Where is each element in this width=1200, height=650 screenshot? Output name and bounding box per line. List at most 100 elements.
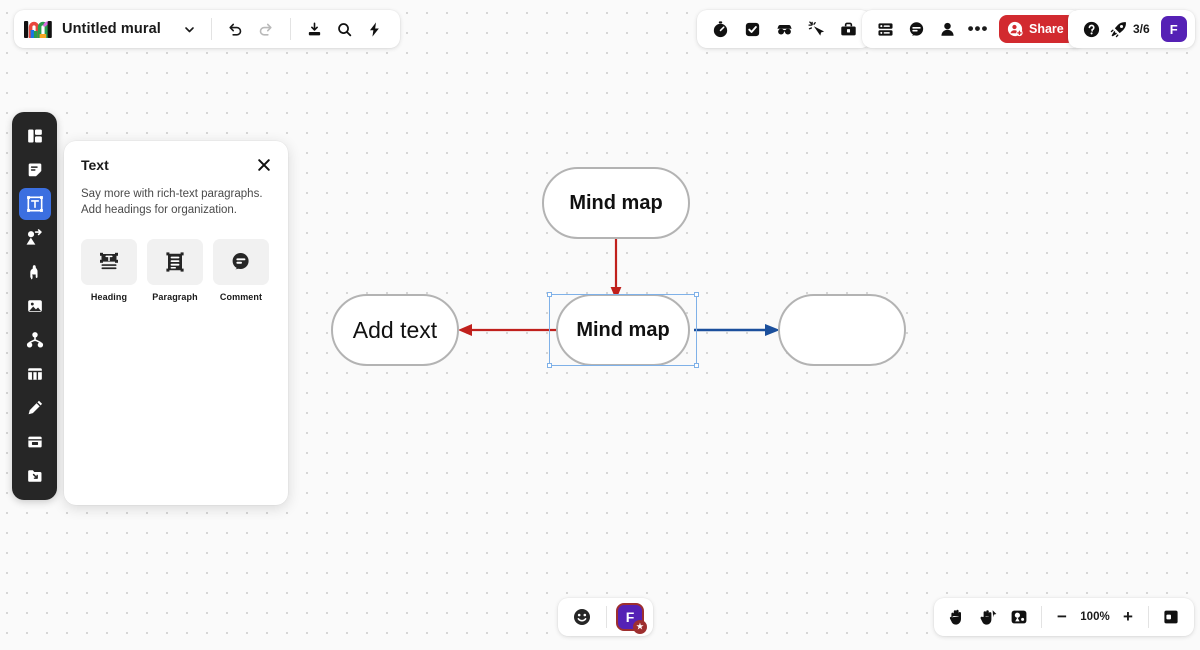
map-pin-icon[interactable] bbox=[1004, 602, 1034, 632]
divider bbox=[1148, 606, 1149, 628]
node-label: Add text bbox=[352, 316, 438, 343]
node-label: Mind map bbox=[576, 318, 670, 341]
search-icon[interactable] bbox=[330, 14, 360, 44]
node-mind-map-child[interactable]: Mind map bbox=[556, 294, 690, 366]
node-mind-map-root[interactable]: Mind map bbox=[542, 167, 690, 239]
bottom-right-bar: − 100% + bbox=[934, 598, 1194, 636]
tile-paragraph-label: Paragraph bbox=[152, 292, 198, 302]
selection-handle[interactable] bbox=[694, 292, 699, 297]
redo-icon[interactable] bbox=[251, 14, 281, 44]
zoom-level[interactable]: 100% bbox=[1080, 611, 1110, 623]
top-bar: Untitled mural bbox=[0, 10, 1200, 48]
sidebar-item-icons[interactable] bbox=[19, 256, 51, 288]
sidebar-item-draw[interactable] bbox=[19, 392, 51, 424]
close-icon[interactable] bbox=[257, 157, 271, 177]
paragraph-tile-surface bbox=[147, 239, 203, 285]
grid-columns-icon bbox=[26, 365, 44, 383]
text-panel-title: Text bbox=[81, 157, 109, 173]
zoom-out-button[interactable]: − bbox=[1057, 607, 1067, 626]
more-options-label: ••• bbox=[967, 19, 989, 38]
heading-icon bbox=[97, 250, 121, 274]
emoji-icon[interactable] bbox=[567, 602, 597, 632]
image-icon bbox=[26, 297, 44, 315]
diagram-icon bbox=[26, 331, 44, 349]
text-panel: Text Say more with rich-text paragraphs.… bbox=[64, 141, 288, 505]
outline-icon[interactable] bbox=[870, 14, 900, 44]
templates-icon bbox=[26, 127, 44, 145]
sticky-note-icon bbox=[26, 161, 44, 179]
divider bbox=[1041, 606, 1042, 628]
tile-heading[interactable]: Heading bbox=[81, 239, 137, 302]
topbar-tools-group bbox=[697, 10, 871, 48]
participants-icon[interactable] bbox=[932, 14, 962, 44]
toolkit-icon[interactable] bbox=[833, 14, 863, 44]
node-empty[interactable] bbox=[778, 294, 906, 366]
selection-handle[interactable] bbox=[547, 363, 552, 368]
edge-child-to-empty bbox=[694, 324, 780, 336]
area-frame-icon bbox=[26, 433, 44, 451]
voting-icon[interactable] bbox=[737, 14, 767, 44]
fit-screen-icon[interactable] bbox=[1156, 602, 1186, 632]
mural-title[interactable]: Untitled mural bbox=[62, 21, 161, 37]
node-add-text[interactable]: Add text bbox=[331, 294, 459, 366]
llama-icon bbox=[26, 263, 44, 281]
sidebar-item-text[interactable] bbox=[18, 188, 51, 220]
hand-icon[interactable] bbox=[942, 602, 972, 632]
tile-paragraph[interactable]: Paragraph bbox=[147, 239, 203, 302]
paragraph-icon bbox=[163, 250, 187, 274]
sidebar-item-sticky-note[interactable] bbox=[19, 154, 51, 186]
chevron-down-icon[interactable] bbox=[183, 23, 196, 36]
sidebar-item-shapes[interactable] bbox=[19, 222, 51, 254]
selection-handle[interactable] bbox=[547, 292, 552, 297]
topbar-help-group: 3/6 F bbox=[1068, 10, 1195, 48]
timer-icon[interactable] bbox=[705, 14, 735, 44]
pen-icon bbox=[26, 399, 44, 417]
sidebar-item-framework[interactable] bbox=[19, 358, 51, 390]
divider bbox=[210, 18, 212, 40]
shapes-connector-icon bbox=[26, 229, 44, 247]
mural-logo-icon bbox=[23, 17, 53, 41]
comment-tile-surface bbox=[213, 239, 269, 285]
sidebar-item-image[interactable] bbox=[19, 290, 51, 322]
comment-icon bbox=[229, 250, 253, 274]
help-circle-icon[interactable] bbox=[1076, 14, 1106, 44]
celebrate-icon[interactable] bbox=[801, 14, 831, 44]
import-file-icon bbox=[26, 467, 44, 485]
selection-handle[interactable] bbox=[694, 363, 699, 368]
heading-tile-surface bbox=[81, 239, 137, 285]
tile-comment[interactable]: Comment bbox=[213, 239, 269, 302]
left-sidebar bbox=[12, 112, 57, 500]
avatar[interactable]: F bbox=[1160, 16, 1187, 42]
private-mode-icon[interactable] bbox=[769, 14, 799, 44]
bottom-center-bar: F ★ bbox=[558, 598, 653, 636]
avatar-initial: F bbox=[625, 609, 635, 625]
more-icon[interactable]: ••• bbox=[963, 14, 993, 44]
node-label: Mind map bbox=[569, 191, 663, 214]
share-button[interactable]: Share bbox=[999, 15, 1075, 43]
lightning-icon[interactable] bbox=[360, 14, 390, 44]
topbar-left-group: Untitled mural bbox=[14, 10, 400, 48]
divider bbox=[289, 18, 291, 40]
text-panel-header: Text bbox=[81, 157, 271, 177]
pointer-hand-icon[interactable] bbox=[973, 602, 1003, 632]
chat-icon[interactable] bbox=[901, 14, 931, 44]
rocket-icon[interactable] bbox=[1108, 14, 1130, 44]
text-panel-tiles: Heading bbox=[81, 239, 271, 302]
share-button-label: Share bbox=[1029, 22, 1064, 36]
rocket-progress-count: 3/6 bbox=[1133, 22, 1150, 36]
text-icon bbox=[26, 195, 44, 213]
zoom-in-button[interactable]: + bbox=[1123, 607, 1133, 626]
undo-icon[interactable] bbox=[221, 14, 251, 44]
sidebar-item-templates[interactable] bbox=[19, 120, 51, 152]
sidebar-item-area[interactable] bbox=[19, 426, 51, 458]
topbar-collab-group: ••• Share bbox=[862, 10, 1083, 48]
sidebar-item-import[interactable] bbox=[19, 460, 51, 492]
divider bbox=[606, 606, 607, 628]
download-icon[interactable] bbox=[300, 14, 330, 44]
star-icon: ★ bbox=[633, 620, 647, 634]
avatar[interactable]: F ★ bbox=[616, 603, 647, 634]
add-person-icon bbox=[1007, 21, 1023, 37]
sidebar-item-diagram[interactable] bbox=[19, 324, 51, 356]
edge-child-to-addtext bbox=[458, 324, 560, 336]
